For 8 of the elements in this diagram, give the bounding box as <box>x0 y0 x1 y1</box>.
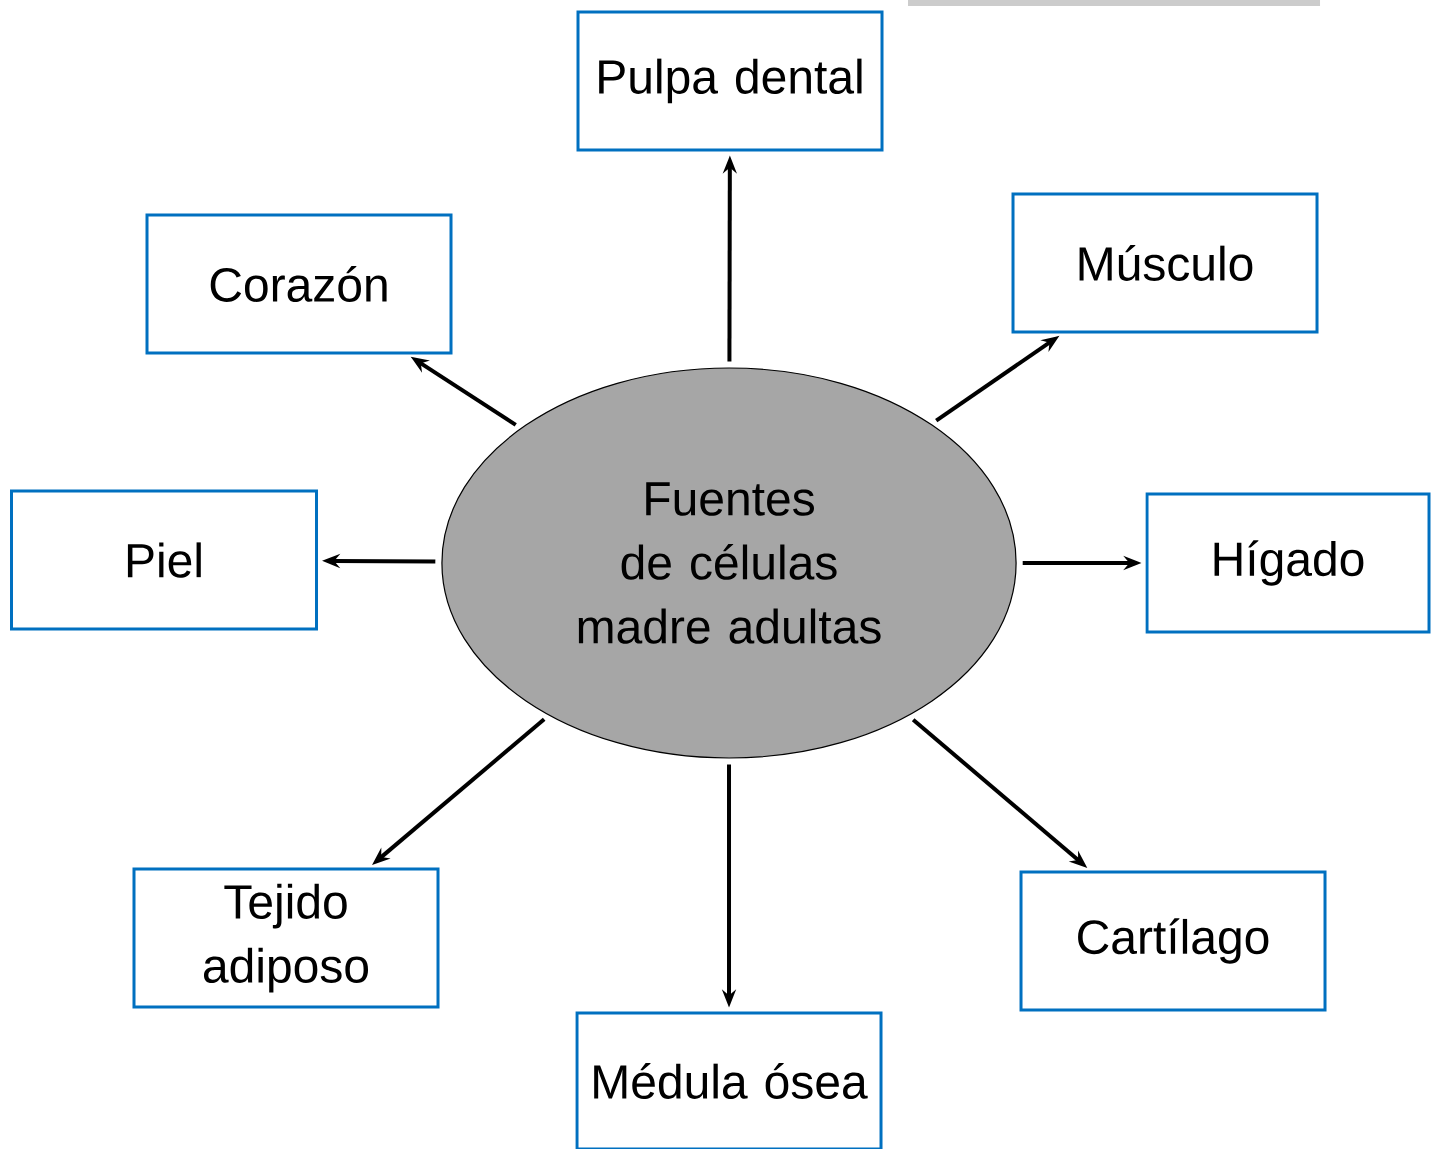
tissue-box: Corazón <box>145 213 453 355</box>
tissue-box: Médula ósea <box>575 1011 883 1149</box>
tissue-box: Músculo <box>1011 192 1319 334</box>
tissue-box: Pulpa dental <box>576 10 884 152</box>
tissue-box: Hígado <box>1145 492 1431 634</box>
tissue-box: Cartílago <box>1019 870 1327 1012</box>
tissue-box: Piel <box>10 489 318 631</box>
tissue-box: Tejido adiposo <box>132 867 440 1009</box>
